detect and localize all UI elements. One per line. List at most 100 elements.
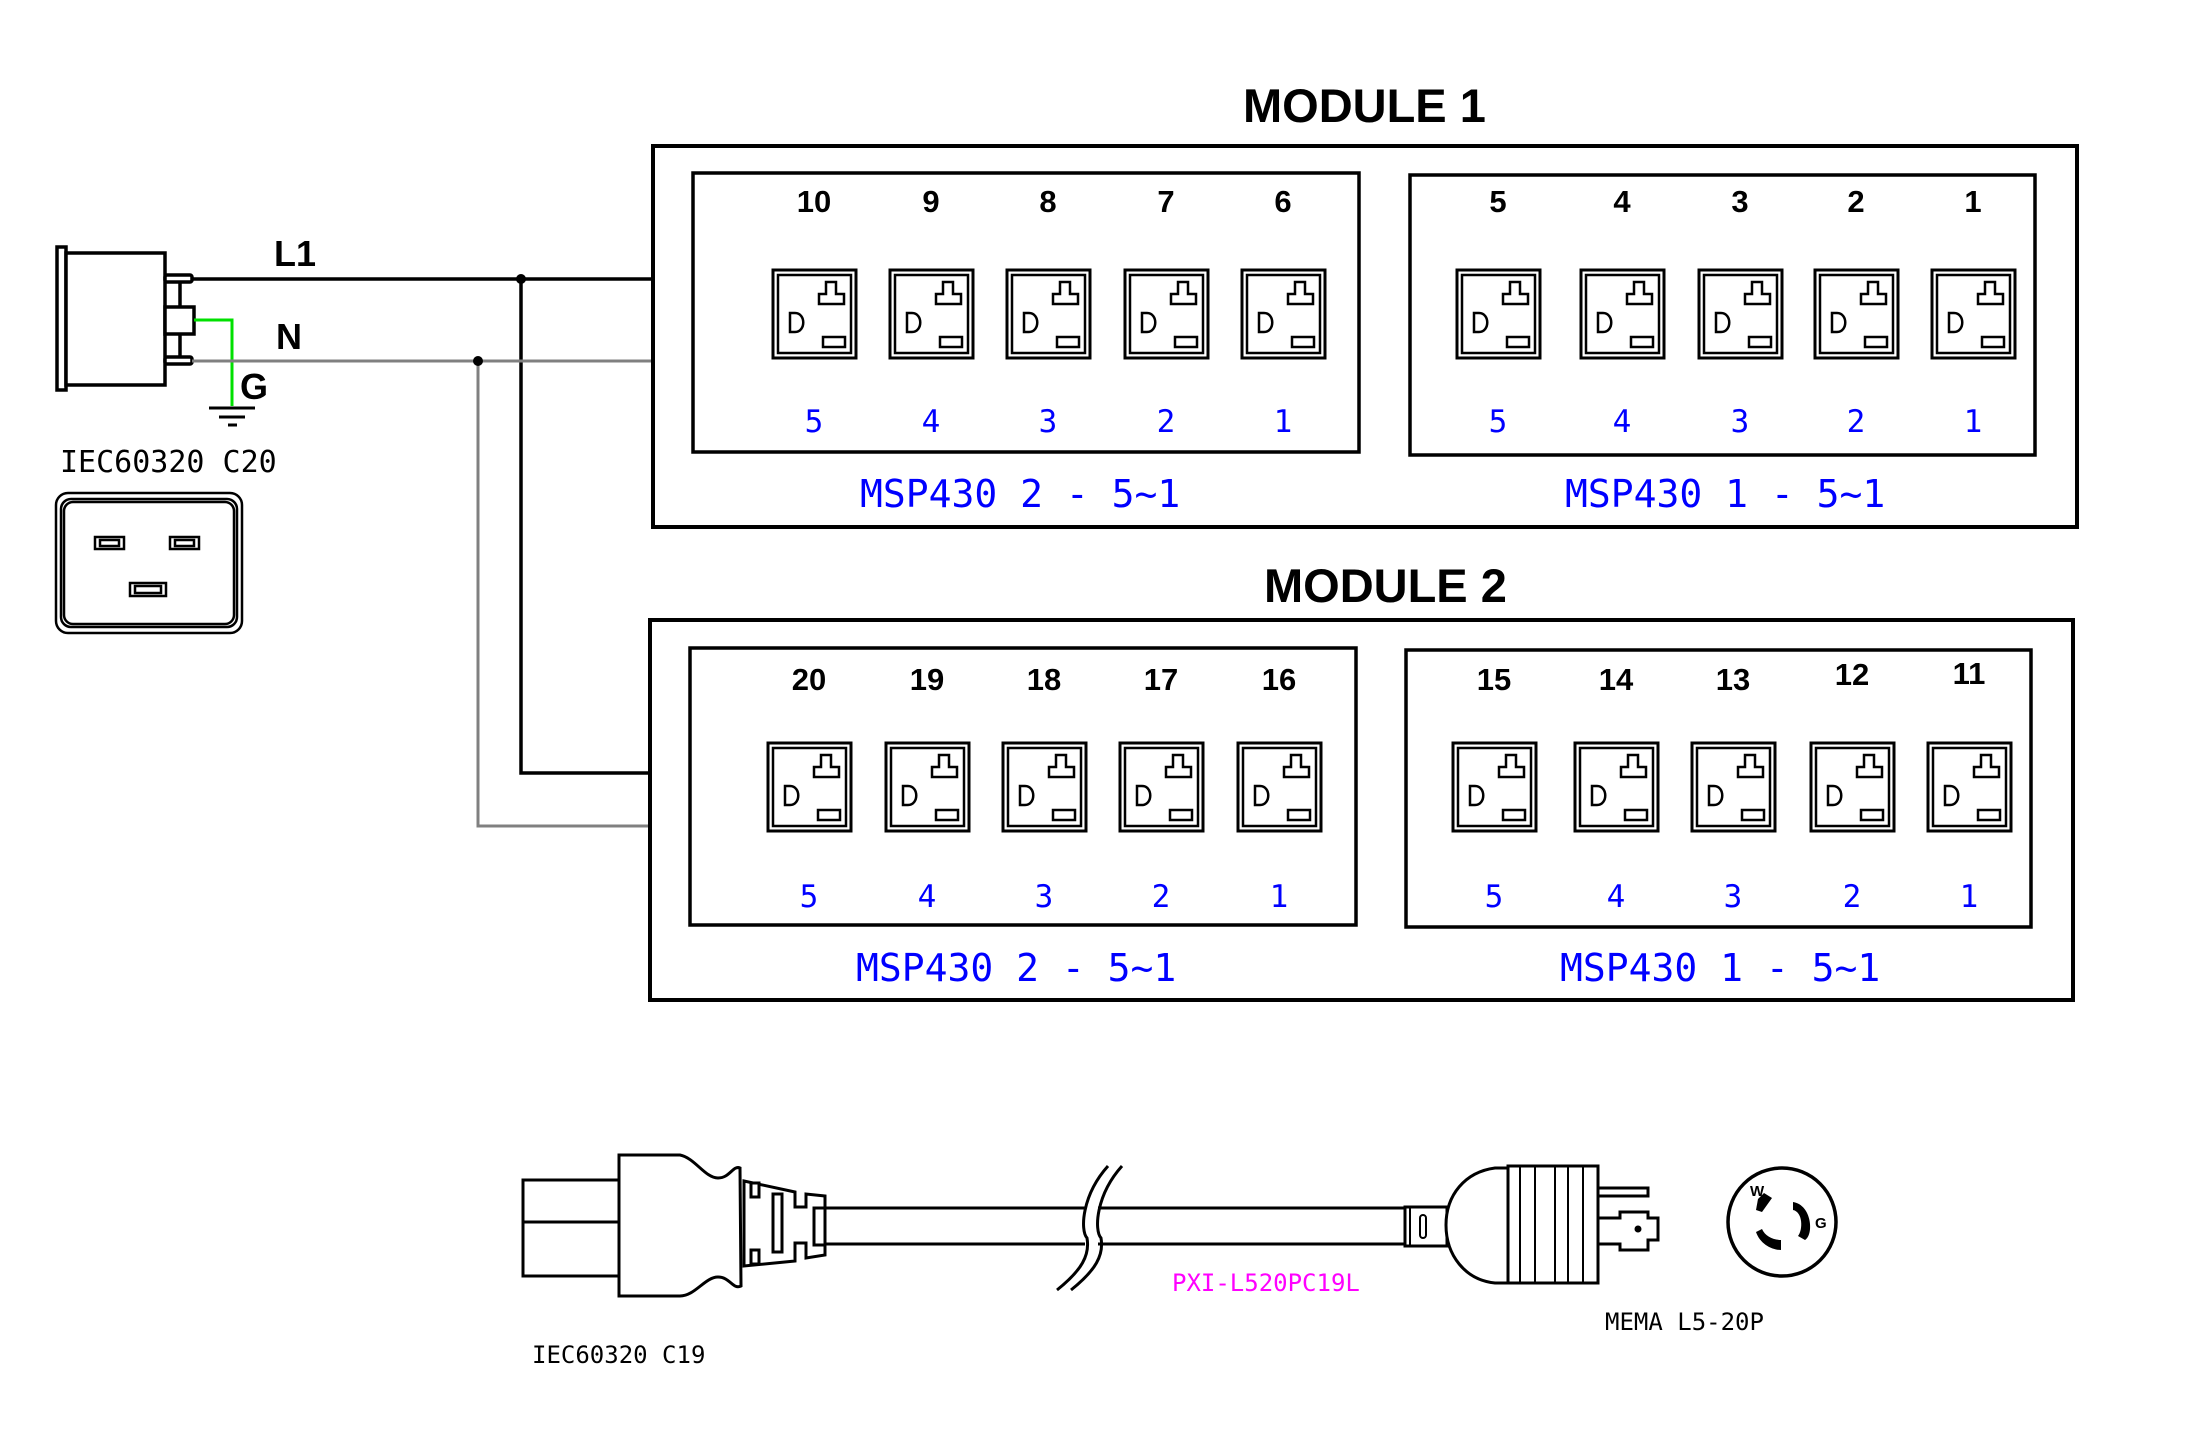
socket-slot-t (1164, 753, 1193, 779)
l5-20p-label: MEMA L5-20P (1605, 1308, 1764, 1336)
outlet-16[interactable]: 161 (1236, 662, 1323, 915)
module-enclosure (648, 618, 2075, 1002)
outlet-19[interactable]: 194 (884, 662, 971, 915)
socket-slot-d (1468, 784, 1485, 807)
outlet-bank-frame (1404, 648, 2033, 929)
channel-number: 4 (922, 404, 941, 440)
ground-wire (194, 318, 234, 406)
channel-number: 2 (1847, 404, 1866, 440)
l5-20p-slot-ground (1793, 1202, 1811, 1240)
socket-slot-rect (1286, 808, 1312, 822)
outlet-number: 17 (1144, 662, 1178, 697)
outlet-bank-frame (1408, 173, 2037, 457)
channel-number: 4 (918, 879, 937, 915)
socket-slot-t (817, 280, 846, 306)
outlet-number: 8 (1039, 184, 1056, 219)
socket-slot-t (812, 753, 841, 779)
socket-slot-t (1051, 280, 1080, 306)
outlet-7[interactable]: 72 (1123, 184, 1210, 440)
outlet-14[interactable]: 14 4 (1573, 662, 1660, 915)
socket-slot-d (783, 784, 800, 807)
socket-slot-d (1018, 784, 1035, 807)
line-junction-dot (516, 274, 526, 284)
l5-20p-plug (1403, 1164, 1660, 1285)
socket-slot-t (1736, 753, 1765, 779)
l5-20p-white-letter: W (1750, 1183, 1765, 1200)
outlet-number: 6 (1274, 184, 1291, 219)
channel-number: 1 (1964, 404, 1983, 440)
cable (825, 1206, 1405, 1246)
cable-break-icon (1056, 1164, 1124, 1292)
outlet-number: 20 (792, 662, 826, 697)
channel-number: 5 (805, 404, 824, 440)
outlet-socket-icon (1690, 741, 1777, 833)
channel-number: 1 (1274, 404, 1293, 440)
outlet-number: 3 (1731, 184, 1748, 219)
outlet-socket-icon (1451, 741, 1538, 833)
socket-slot-t (1282, 753, 1311, 779)
socket-slot-t (1286, 280, 1315, 306)
socket-slot-rect (1501, 808, 1527, 822)
outlet-5[interactable]: 55 (1455, 184, 1542, 440)
channel-number: 3 (1035, 879, 1054, 915)
channel-number: 4 (1607, 879, 1626, 915)
outlet-socket-icon (1573, 741, 1660, 833)
outlet-socket-icon (1001, 741, 1088, 833)
l5-20p-face-view: W G (1726, 1166, 1838, 1278)
outlet-1[interactable]: 11 (1930, 184, 2017, 440)
neutral-wire-label: N (276, 316, 302, 357)
outlet-number: 14 (1599, 662, 1634, 697)
outlet-2[interactable]: 22 (1813, 184, 1900, 440)
channel-number: 3 (1731, 404, 1750, 440)
outlet-12[interactable]: 122 (1809, 657, 1896, 915)
l5-20p-slot-line (1756, 1229, 1781, 1250)
channel-number: 5 (1489, 404, 1508, 440)
outlet-number: 15 (1477, 662, 1511, 697)
socket-slot-t (1625, 280, 1654, 306)
socket-slot-rect (934, 808, 960, 822)
inlet-pin-neutral (163, 355, 194, 366)
c20-pin-slot-bottom (128, 581, 168, 598)
module-title: MODULE 2 (1264, 559, 1507, 612)
outlet-socket-icon (1240, 268, 1327, 360)
channel-number: 5 (800, 879, 819, 915)
outlet-20[interactable]: 20 5 (766, 662, 853, 915)
outlet-socket-icon (766, 741, 853, 833)
channel-number: 2 (1152, 879, 1171, 915)
outlet-socket-icon (1930, 268, 2017, 360)
outlet-18[interactable]: 183 (1001, 662, 1088, 915)
bank-label: MSP430 2 - 5~1 (860, 472, 1180, 516)
socket-slot-d (1947, 311, 1964, 334)
outlet-3[interactable]: 33 (1697, 184, 1784, 440)
outlet-13[interactable]: 133 (1690, 662, 1777, 915)
outlet-15[interactable]: 155 (1451, 662, 1538, 915)
outlet-8[interactable]: 83 (1005, 184, 1092, 440)
outlet-bank-frame (691, 171, 1361, 454)
c20-face-view (54, 491, 244, 635)
outlet-number: 4 (1613, 184, 1631, 219)
c19-strain-relief (742, 1179, 827, 1268)
plug-prong-top (1596, 1186, 1650, 1198)
socket-slot-rect (1168, 808, 1194, 822)
outlet-17[interactable]: 17 2 (1118, 662, 1205, 915)
outlet-6[interactable]: 61 (1240, 184, 1327, 440)
outlet-4[interactable]: 44 (1579, 184, 1666, 440)
inlet-pin-line (163, 273, 194, 284)
outlet-socket-icon (1813, 268, 1900, 360)
outlet-9[interactable]: 94 (888, 184, 975, 440)
socket-slot-rect (1859, 808, 1885, 822)
c19-label: IEC60320 C19 (532, 1341, 705, 1369)
socket-slot-rect (1051, 808, 1077, 822)
socket-slot-rect (1747, 335, 1773, 349)
outlet-10[interactable]: 105 (771, 184, 858, 440)
socket-slot-t (1859, 280, 1888, 306)
ground-wire-label: G (240, 366, 268, 407)
channel-number: 4 (1613, 404, 1632, 440)
neutral-wire (192, 359, 655, 828)
outlet-number: 5 (1489, 184, 1506, 219)
bank-label: MSP430 1 - 5~1 (1565, 472, 1885, 516)
outlet-11[interactable]: 111 (1926, 656, 2013, 915)
